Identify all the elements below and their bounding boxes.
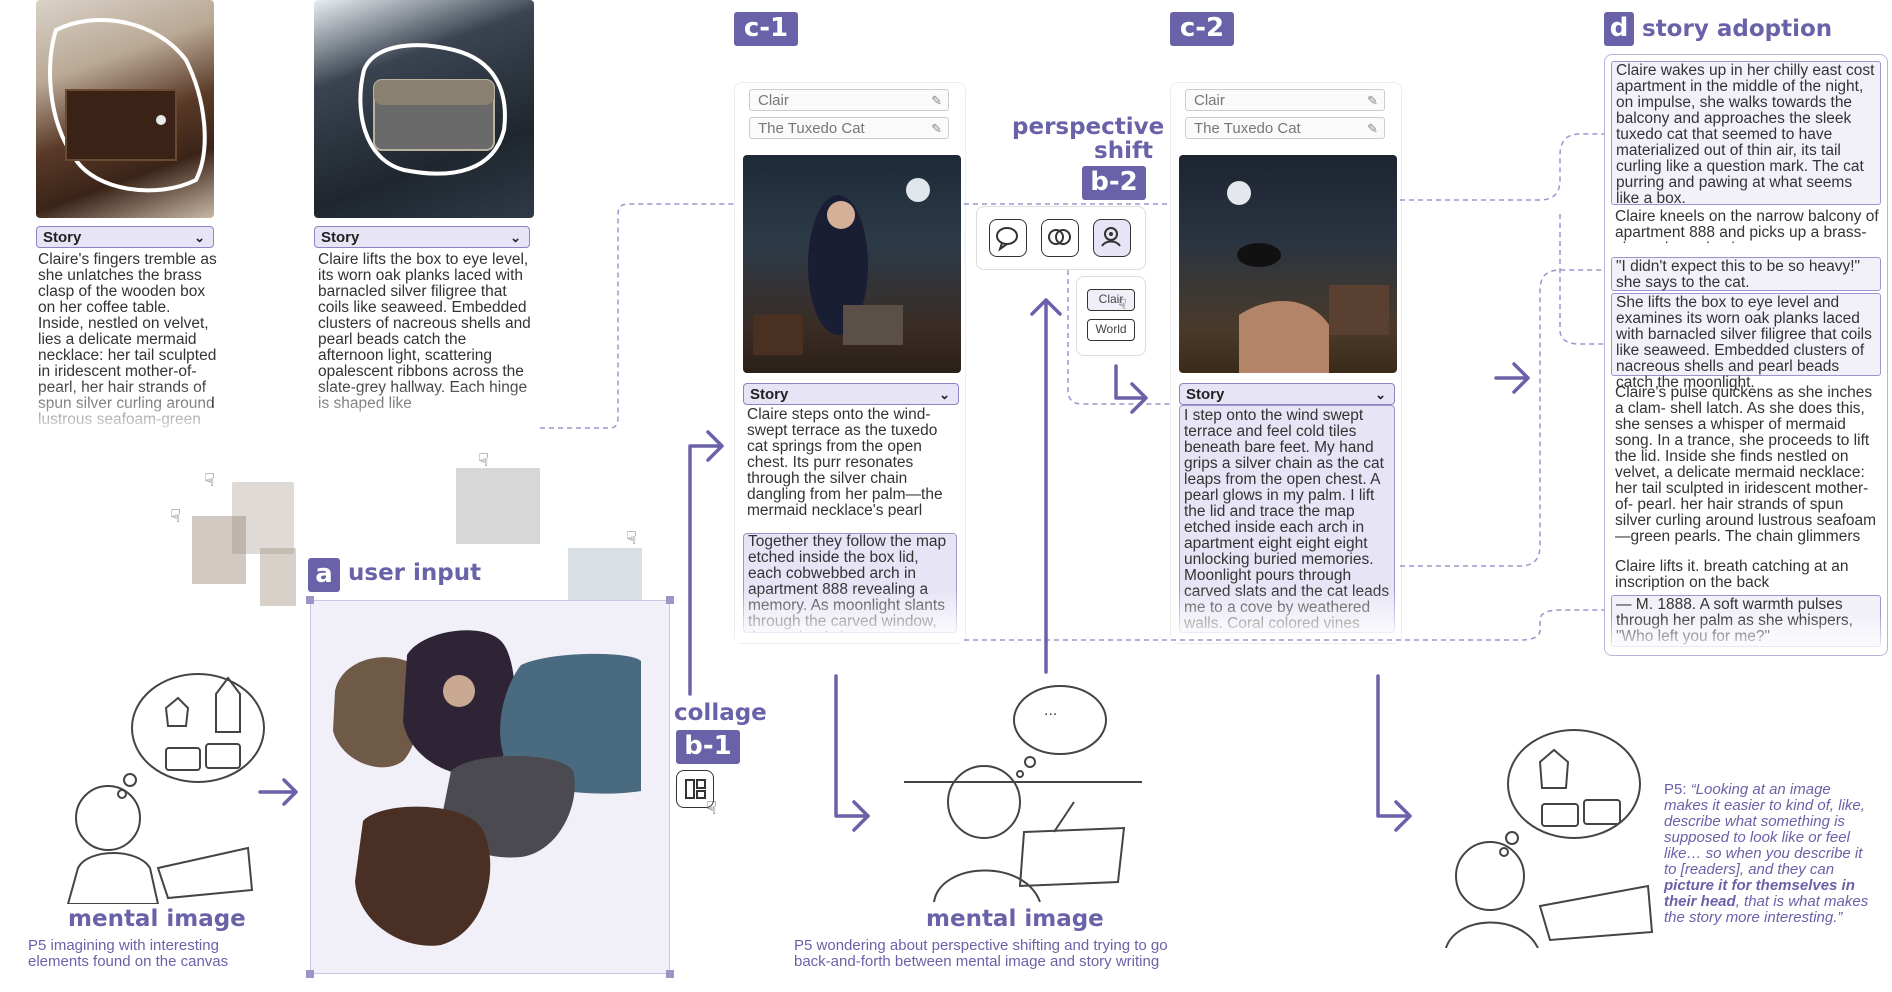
panel-c2: Clair✎ The Tuxedo Cat✎ Story ⌄ I step on… [1170, 82, 1402, 644]
story-label: Story [43, 229, 82, 246]
character-field[interactable]: The Tuxedo Cat✎ [1185, 117, 1385, 139]
adopted-passage: Claire's pulse quickens as she inches a … [1615, 385, 1877, 545]
perspective-button[interactable] [1093, 219, 1131, 257]
perspective-menu: Clair World [1076, 276, 1146, 356]
panel-c1: Clair✎ The Tuxedo Cat✎ Story ⌄ Claire st… [734, 82, 966, 644]
story-scene-image [743, 155, 961, 373]
story-dropdown[interactable]: Story ⌄ [1179, 383, 1395, 405]
label-b2-text-2: shift [1094, 138, 1153, 164]
perspective-eye-icon [1101, 227, 1121, 247]
person-wondering-illustration [904, 685, 1142, 902]
story-card-1: Story ⌄ Claire's fingers tremble as she … [28, 0, 217, 440]
character-field[interactable]: Clair✎ [749, 89, 949, 111]
canvas-thumbnail[interactable] [232, 482, 294, 554]
thought-dots: ... [1044, 702, 1058, 719]
mental-image-caption-mid-1: P5 wondering about perspective shifting … [794, 937, 1168, 954]
label-a-text: user input [348, 560, 482, 586]
edit-icon[interactable]: ✎ [1367, 121, 1378, 136]
adopted-passage: Claire wakes up in her chilly east cost … [1611, 61, 1881, 207]
label-b2-tag: b-2 [1082, 166, 1146, 200]
label-c2-tag: c-2 [1170, 12, 1234, 46]
story-card-2: Story ⌄ Claire lifts the box to eye leve… [314, 0, 534, 440]
label-b1-tag: b-1 [676, 730, 740, 764]
mental-image-caption-left-2: elements found on the canvas [28, 953, 229, 970]
mental-image-caption-left-1: P5 imagining with interesting [28, 937, 219, 954]
hand-cursor-icon: ☟ [1118, 296, 1127, 312]
story-scene-image [1179, 155, 1397, 373]
label-b1-text: collage [674, 700, 767, 726]
adopted-passage: Claire lifts it. breath catching at an i… [1615, 559, 1849, 591]
story-label: Story [1186, 386, 1225, 403]
speech-bubble-button[interactable] [989, 219, 1027, 257]
chevron-down-icon: ⌄ [510, 230, 521, 245]
story-text: Claire steps onto the wind-swept terrace… [747, 407, 943, 517]
overlap-button[interactable] [1041, 219, 1079, 257]
label-d-text: story adoption [1642, 16, 1833, 42]
adopted-passage: Claire kneels on the narrow balcony of a… [1615, 209, 1879, 243]
participant-quote: P5: “Looking at an image makes it easier… [1664, 781, 1869, 926]
chevron-down-icon: ⌄ [194, 230, 205, 245]
chevron-down-icon: ⌄ [1375, 387, 1386, 402]
chevron-down-icon: ⌄ [939, 387, 950, 402]
story-dropdown[interactable]: Story ⌄ [314, 226, 530, 248]
canvas-thumbnail[interactable] [260, 548, 296, 606]
canvas-thumbnail[interactable] [456, 468, 540, 544]
edit-icon[interactable]: ✎ [931, 121, 942, 136]
mental-image-title-mid: mental image [926, 906, 1104, 932]
hand-cursor-icon: ☟ [706, 798, 717, 818]
treasure-chest-photo [314, 0, 534, 218]
perspective-option-world[interactable]: World [1087, 319, 1135, 341]
perspective-toolbar [976, 206, 1146, 270]
hand-cursor-icon: ☟ [204, 470, 215, 490]
speech-bubble-icon [996, 227, 1018, 252]
character-field[interactable]: The Tuxedo Cat✎ [749, 117, 949, 139]
person-imagining-illustration [66, 673, 265, 904]
edit-icon[interactable]: ✎ [1367, 93, 1378, 108]
edit-icon[interactable]: ✎ [931, 93, 942, 108]
canvas-thumbnail[interactable] [192, 516, 246, 584]
label-a-tag: a [308, 558, 340, 592]
user-input-canvas[interactable] [306, 596, 674, 978]
label-b2-text-1: perspective [1012, 114, 1165, 140]
adopted-passage: "I didn't expect this to be so heavy!" s… [1611, 257, 1881, 291]
hand-cursor-icon: ☟ [478, 450, 489, 470]
perspective-option-character[interactable]: Clair [1087, 289, 1135, 311]
mental-image-caption-mid-2: back-and-forth between mental image and … [794, 953, 1160, 970]
hand-cursor-icon: ☟ [170, 506, 181, 526]
story-dropdown[interactable]: Story ⌄ [743, 383, 959, 405]
hand-cursor-icon: ☟ [626, 528, 637, 548]
mental-image-title-left: mental image [68, 906, 246, 932]
story-label: Story [321, 229, 360, 246]
label-d-tag: d [1604, 12, 1634, 46]
adopted-passage: She lifts the box to eye level and exami… [1611, 293, 1881, 391]
story-adoption-panel: Claire wakes up in her chilly east cost … [1604, 54, 1888, 656]
story-dropdown[interactable]: Story ⌄ [36, 226, 214, 248]
collage-layout-button[interactable] [676, 770, 714, 808]
story-label: Story [750, 386, 789, 403]
character-field[interactable]: Clair✎ [1185, 89, 1385, 111]
label-c1-tag: c-1 [734, 12, 798, 46]
person-writing-illustration [1445, 729, 1654, 948]
collage-layout-icon [685, 779, 706, 799]
jewelry-box-photo [36, 0, 214, 218]
overlap-icon [1048, 229, 1071, 245]
